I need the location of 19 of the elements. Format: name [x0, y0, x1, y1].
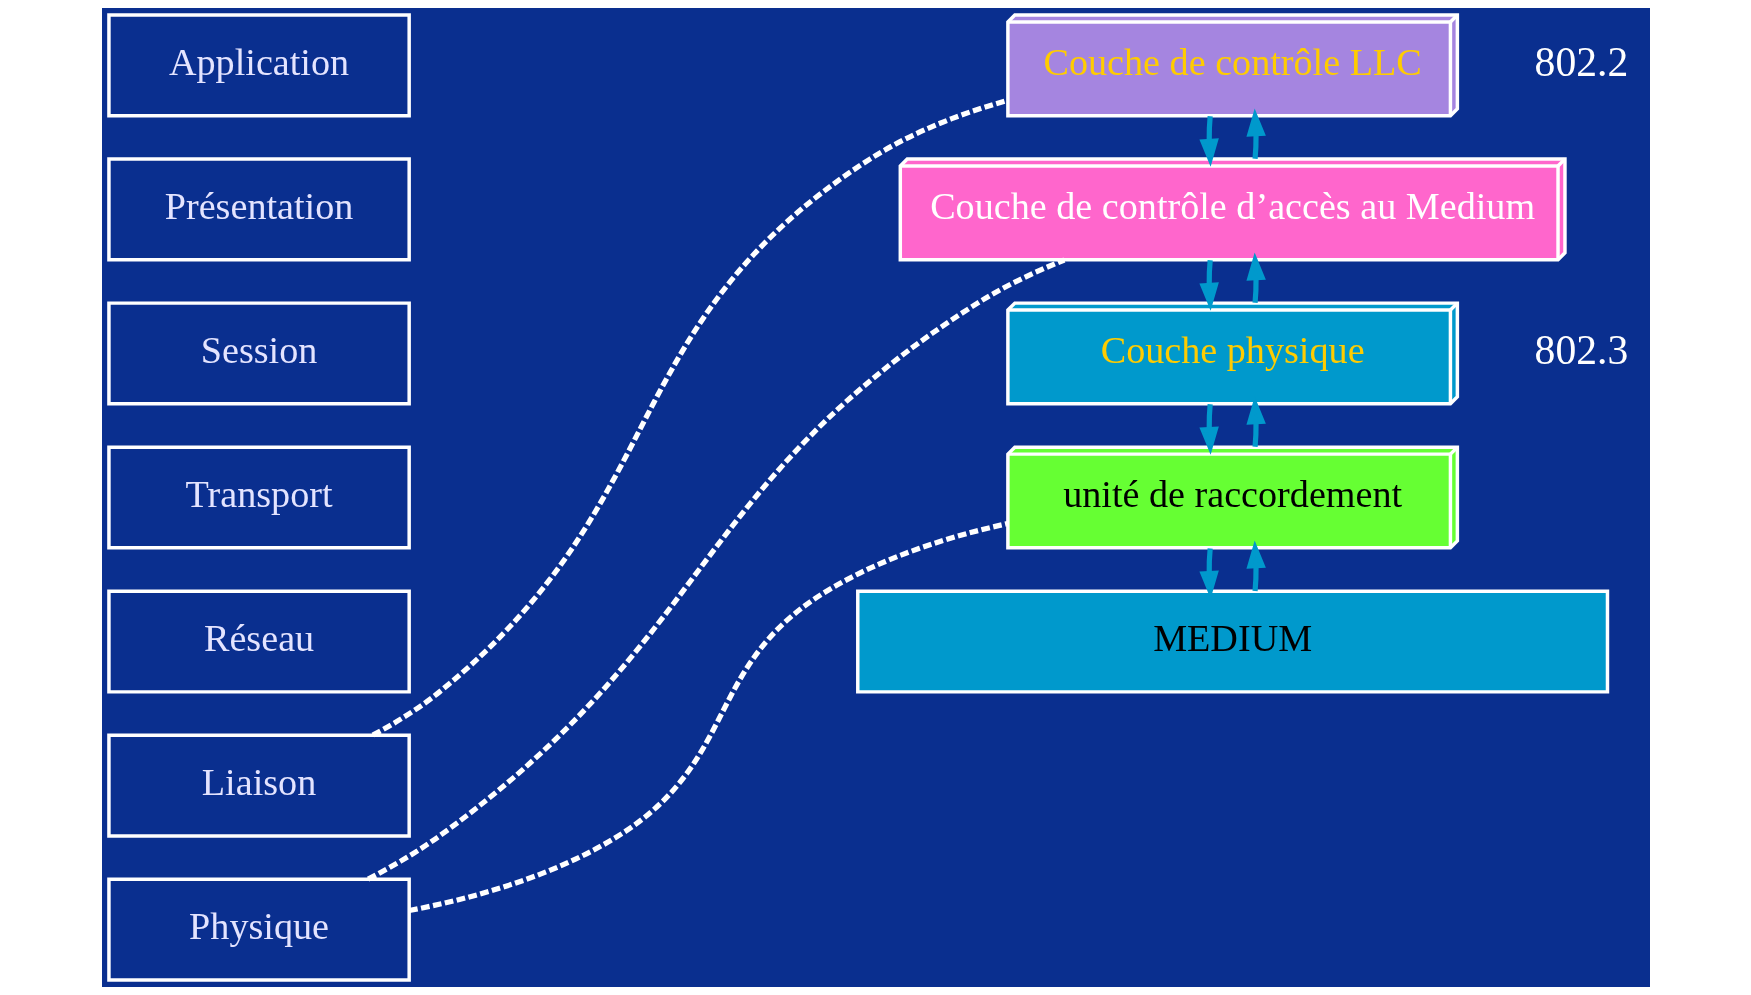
node-box: Physique — [106, 877, 411, 982]
label: 802.3 — [1534, 327, 1628, 374]
node-box: Présentation — [106, 157, 411, 262]
node-box: MEDIUM — [855, 589, 1609, 694]
node-box: Application — [106, 13, 411, 118]
connector — [408, 521, 1008, 914]
arrow — [1198, 116, 1219, 167]
arrow — [1245, 540, 1266, 592]
connector — [371, 97, 1008, 738]
arrow — [1198, 260, 1219, 311]
connector — [366, 257, 1065, 882]
node-box: Session — [106, 301, 411, 406]
arrow — [1245, 252, 1266, 304]
node-box: Liaison — [106, 733, 411, 838]
node-box: Réseau — [106, 589, 411, 694]
arrow — [1198, 404, 1219, 455]
arrow — [1245, 108, 1266, 159]
label: 802.2 — [1534, 39, 1628, 86]
node-box: Transport — [106, 445, 411, 550]
